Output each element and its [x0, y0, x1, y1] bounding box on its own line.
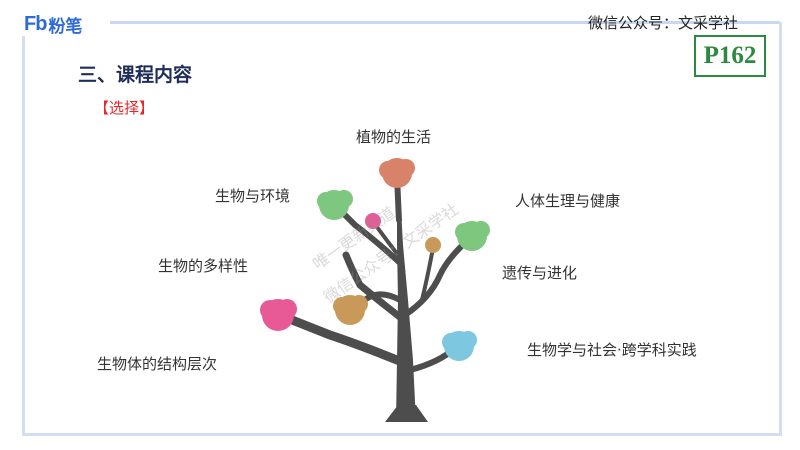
label-human-health: 人体生理与健康 — [515, 192, 621, 210]
logo-text: 粉笔 — [48, 17, 83, 37]
logo-mark: Fb — [24, 13, 47, 35]
frame-left-border — [22, 36, 25, 436]
section-subtitle: 【选择】 — [94, 99, 155, 117]
label-genetics: 遗传与进化 — [502, 264, 578, 282]
label-plant-life: 植物的生活 — [356, 128, 432, 146]
label-society: 生物学与社会·跨学科实践 — [527, 341, 697, 359]
label-bio-env: 生物与环境 — [215, 187, 291, 205]
header-rule — [110, 21, 780, 24]
label-diversity: 生物的多样性 — [158, 257, 249, 275]
label-structure: 生物体的结构层次 — [97, 355, 218, 373]
fenbi-logo: Fb 粉笔 — [24, 12, 82, 37]
branch-left-low — [277, 311, 407, 367]
blob-tan-small-icon — [425, 237, 441, 253]
page-number-badge: P162 — [694, 35, 766, 77]
frame-bottom-border — [22, 433, 782, 436]
branch-right-mid — [402, 237, 471, 318]
top-bar: Fb 粉笔 微信公众号：文采学社 — [0, 0, 800, 37]
frame-right-border — [779, 22, 782, 436]
wechat-account: 微信公众号：文采学社 — [588, 14, 739, 32]
blob-pink-small-icon — [365, 213, 381, 229]
tree-root — [385, 405, 428, 422]
branch-left-mid — [342, 251, 405, 322]
section-title: 三、课程内容 — [78, 64, 193, 86]
